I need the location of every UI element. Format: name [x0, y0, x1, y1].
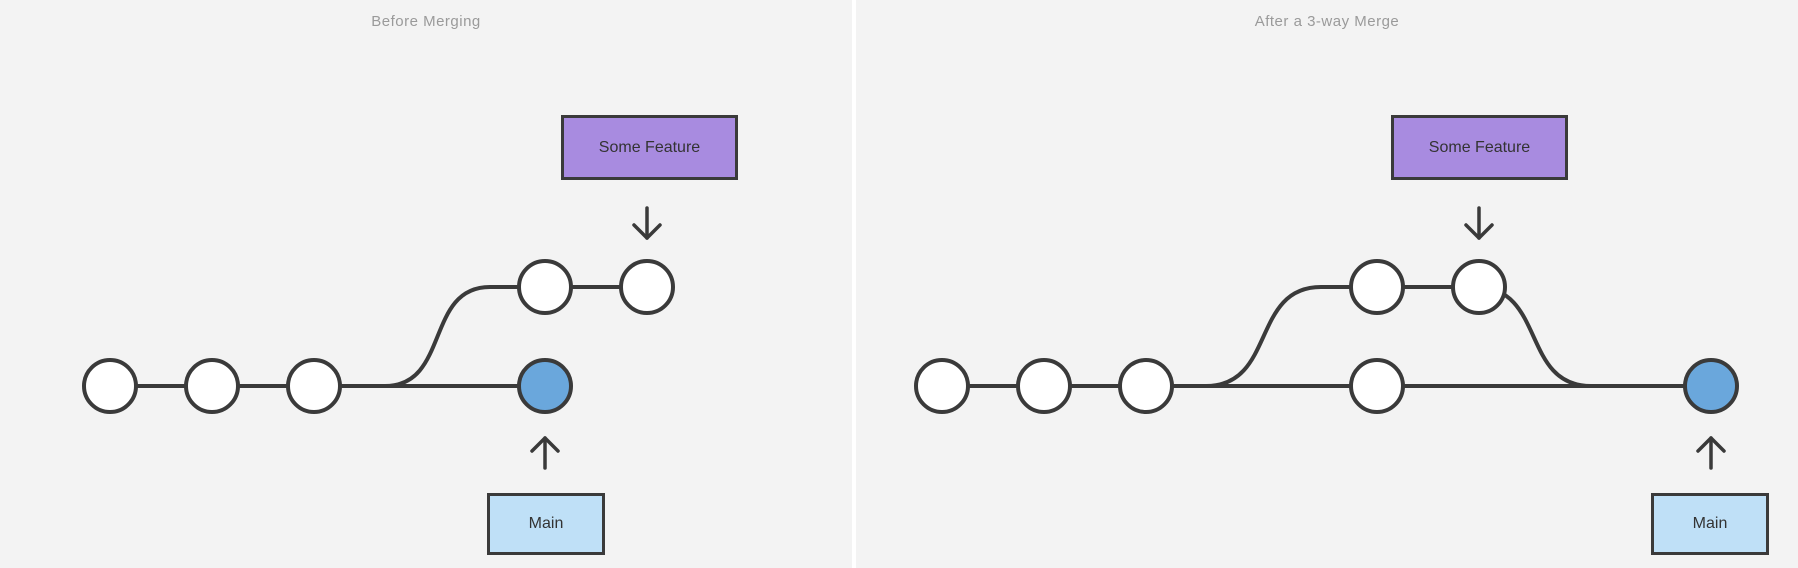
commit-node: [1349, 358, 1405, 414]
main-branch-label: Main: [1651, 493, 1769, 555]
arrow-down-icon: [1464, 206, 1494, 240]
commit-node: [286, 358, 342, 414]
commit-node: [914, 358, 970, 414]
feature-head-commit-node: [619, 259, 675, 315]
panel-title-after: After a 3-way Merge: [1254, 13, 1400, 30]
feature-commit-node: [1349, 259, 1405, 315]
arrow-up-icon: [1696, 436, 1726, 470]
feature-branch-line: [384, 285, 647, 388]
arrow-up-icon: [530, 436, 560, 470]
commit-node: [184, 358, 240, 414]
main-branch-label: Main: [487, 493, 605, 555]
main-head-commit-node: [517, 358, 573, 414]
feature-branch-line: [1205, 285, 1592, 388]
commit-node: [82, 358, 138, 414]
merge-commit-node: [1683, 358, 1739, 414]
commit-node: [1118, 358, 1174, 414]
before-merging-panel: Before Merging Some: [0, 0, 852, 568]
commit-node: [1016, 358, 1072, 414]
feature-commit-node: [517, 259, 573, 315]
some-feature-branch-label: Some Feature: [1391, 115, 1568, 180]
panel-title-before: Before Merging: [371, 13, 481, 30]
feature-head-commit-node: [1451, 259, 1507, 315]
some-feature-branch-label: Some Feature: [561, 115, 738, 180]
after-3-way-merge-panel: After a 3-way Merge: [856, 0, 1798, 568]
after-merge-graph: [914, 206, 1739, 470]
arrow-down-icon: [632, 206, 662, 240]
before-merge-graph: [82, 206, 675, 470]
